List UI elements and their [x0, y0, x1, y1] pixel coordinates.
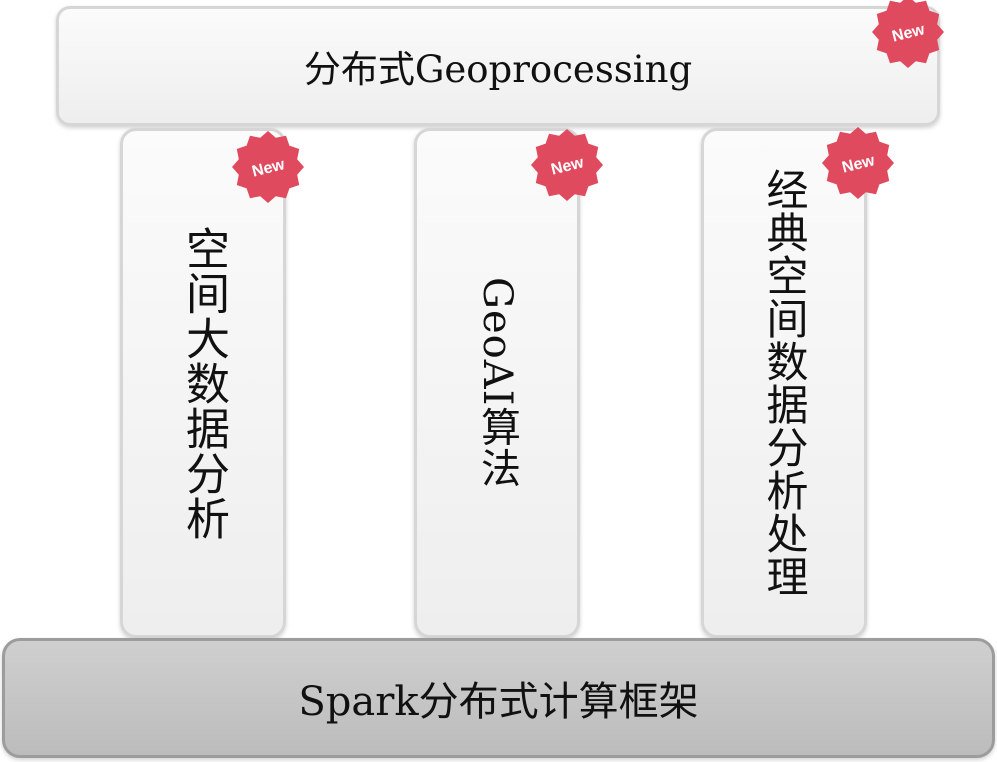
- geoai-algorithms-pillar: GeoAI算法: [414, 128, 580, 638]
- geoai-algorithms-label: GeoAI算法: [474, 277, 520, 489]
- spatial-big-data-analysis-label: 空间大数据分析: [178, 225, 229, 541]
- new-badge-pillar-1: New: [230, 129, 306, 205]
- new-badge-top: New: [870, 0, 946, 70]
- distributed-geoprocessing-label: 分布式Geoprocessing: [303, 48, 693, 91]
- spark-framework-label: Spark分布式计算框架: [298, 679, 699, 725]
- new-badge-pillar-3: New: [820, 125, 896, 201]
- classic-spatial-analysis-pillar: 经典空间数据分析处理: [701, 128, 867, 638]
- new-badge-starburst-icon: New: [232, 131, 304, 203]
- new-badge-starburst-icon: New: [531, 129, 603, 201]
- new-badge-starburst-icon: New: [822, 127, 894, 199]
- spatial-big-data-analysis-pillar: 空间大数据分析: [120, 128, 286, 638]
- distributed-geoprocessing-block: 分布式Geoprocessing: [56, 6, 940, 126]
- spark-framework-block: Spark分布式计算框架: [2, 638, 995, 758]
- new-badge-pillar-2: New: [529, 127, 605, 203]
- classic-spatial-analysis-label: 经典空间数据分析处理: [760, 168, 809, 598]
- new-badge-starburst-icon: New: [872, 0, 944, 68]
